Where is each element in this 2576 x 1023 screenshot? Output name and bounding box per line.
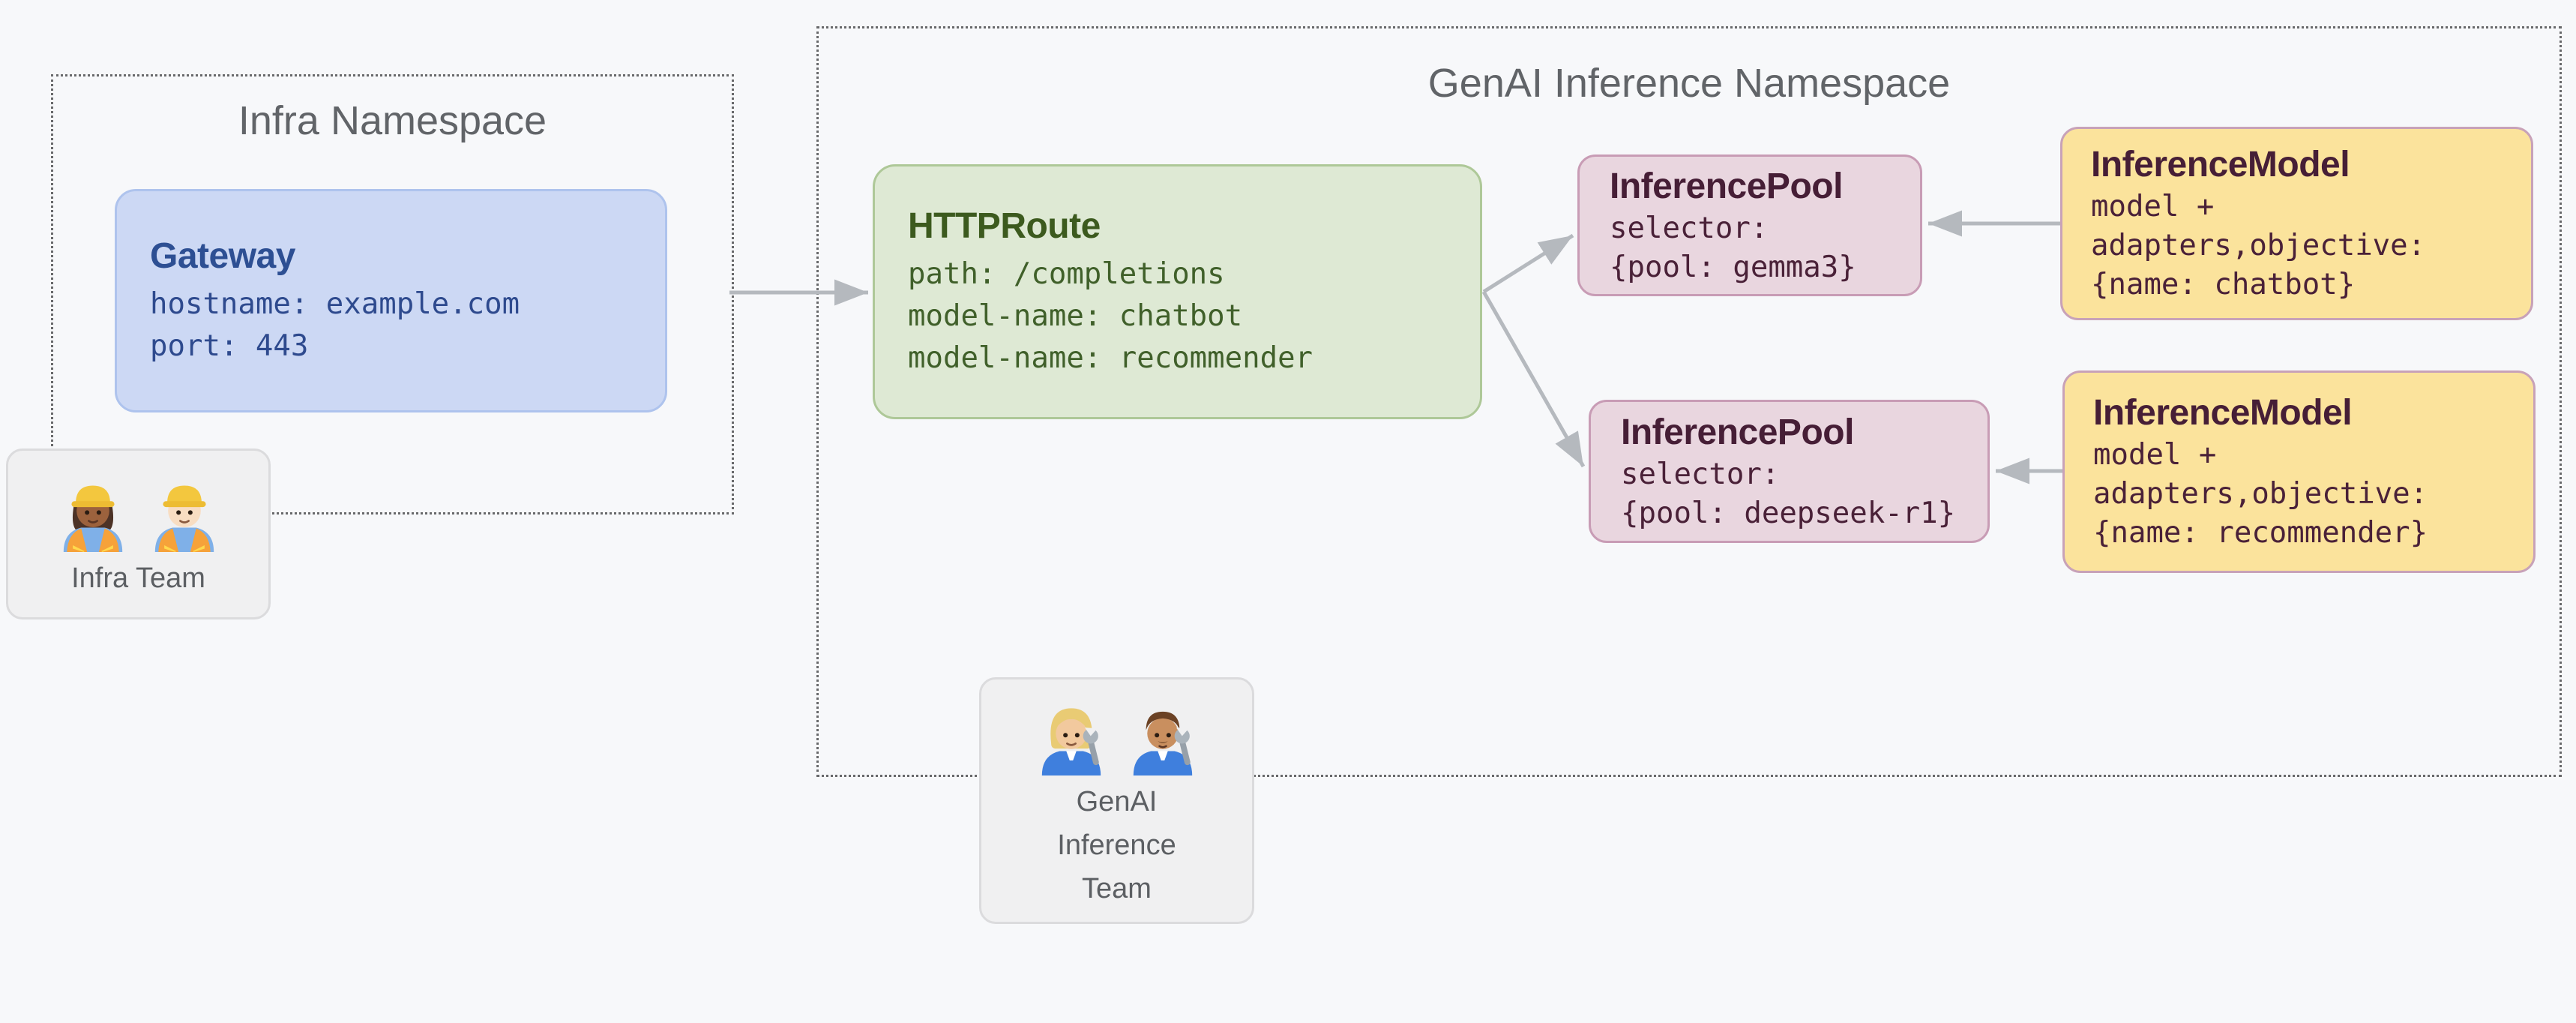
model-recommender-line1: model + (2093, 438, 2217, 472)
inferencepool-gemma3-node: InferencePool selector: {pool: gemma3} (1577, 154, 1922, 296)
man-construction-worker-emoji (154, 485, 214, 552)
inferencemodel-recommender-node: InferenceModel model + adapters,objectiv… (2062, 370, 2536, 573)
httproute-heading: HTTPRoute (908, 206, 1101, 246)
infra-team-members (51, 468, 226, 552)
infra-namespace-boundary: Infra Namespace (51, 74, 734, 514)
wrench-icon (1174, 727, 1191, 765)
gateway-node: Gateway hostname: example.com port: 443 (115, 189, 667, 412)
man-mechanic-emoji (1133, 711, 1192, 776)
infra-namespace-title: Infra Namespace (238, 98, 547, 143)
model-chatbot-line2: adapters,objective: (2091, 229, 2426, 262)
genai-namespace-boundary: GenAI Inference Namespace (816, 26, 2562, 777)
wrench-icon (1083, 727, 1099, 765)
httproute-path-line: path: /completions (908, 257, 1225, 291)
inferencepool-deepseek-node: InferencePool selector: {pool: deepseek-… (1589, 400, 1990, 543)
model-recommender-line2: adapters,objective: (2093, 477, 2428, 511)
genai-team-label: GenAI Inference Team (1057, 785, 1176, 904)
pool-deepseek-selector-line: selector: (1621, 457, 1780, 491)
httproute-model-chatbot-line: model-name: chatbot (908, 299, 1243, 333)
pool-gemma3-value-line: {pool: gemma3} (1610, 250, 1856, 284)
gateway-hostname-line: hostname: example.com (150, 287, 520, 321)
gateway-heading: Gateway (150, 236, 295, 276)
inferencemodel-recommender-heading: InferenceModel (2093, 393, 2353, 433)
genai-team-members (1029, 692, 1205, 776)
gateway-port-line: port: 443 (150, 329, 309, 363)
infra-team-card: Infra Team (6, 448, 271, 620)
woman-construction-worker-emoji (63, 485, 122, 552)
inferencemodel-chatbot-node: InferenceModel model + adapters,objectiv… (2060, 127, 2533, 320)
model-chatbot-line1: model + (2091, 190, 2215, 224)
woman-mechanic-emoji (1041, 707, 1101, 776)
pool-gemma3-selector-line: selector: (1610, 211, 1769, 245)
inferencepool-gemma3-heading: InferencePool (1610, 166, 1843, 206)
httproute-model-recommender-line: model-name: recommender (908, 341, 1313, 375)
inferencepool-deepseek-heading: InferencePool (1621, 412, 1854, 452)
model-recommender-line3: {name: recommender} (2093, 516, 2428, 550)
model-chatbot-line3: {name: chatbot} (2091, 268, 2356, 302)
inferencemodel-chatbot-heading: InferenceModel (2091, 145, 2350, 184)
genai-team-card: GenAI Inference Team (979, 677, 1254, 924)
infra-team-label: Infra Team (71, 562, 205, 594)
httproute-node: HTTPRoute path: /completions model-name:… (873, 164, 1482, 419)
genai-namespace-title: GenAI Inference Namespace (1427, 61, 1951, 106)
pool-deepseek-value-line: {pool: deepseek-r1} (1621, 496, 1956, 530)
